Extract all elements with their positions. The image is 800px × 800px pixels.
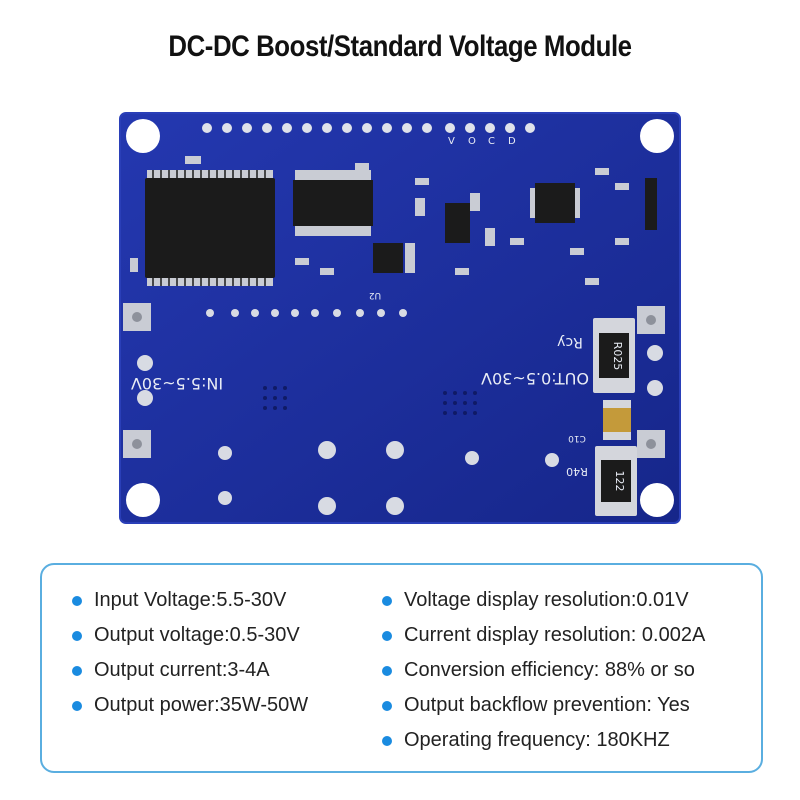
- via-grid: [263, 386, 477, 415]
- small-ic-chips: [373, 178, 657, 273]
- capacitor-c10: [603, 400, 631, 440]
- spec-item: Output backflow prevention: Yes: [382, 688, 705, 723]
- spec-item: Conversion efficiency: 88% or so: [382, 653, 705, 688]
- r40-silkscreen: R40: [566, 465, 588, 478]
- main-ic-chip: [145, 170, 275, 286]
- bullet-icon: [382, 630, 392, 641]
- svg-text:C: C: [488, 136, 495, 147]
- spec-item: Output current:3-4A: [72, 653, 308, 688]
- pin-labels: V O C D: [448, 136, 516, 147]
- rcy-silkscreen: Rcy: [557, 334, 583, 350]
- bullet-icon: [382, 700, 392, 711]
- terminal-pads: [123, 303, 665, 458]
- bullet-icon: [382, 665, 392, 676]
- svg-text:O: O: [468, 136, 476, 147]
- through-hole-vias: [137, 309, 663, 515]
- specifications-box: Input Voltage:5.5-30V Output voltage:0.5…: [40, 563, 763, 773]
- u2-silkscreen: U2: [369, 290, 381, 300]
- resistor-r122: 122: [595, 446, 637, 516]
- svg-text:V: V: [448, 136, 455, 147]
- bullet-icon: [72, 595, 82, 606]
- bullet-icon: [72, 665, 82, 676]
- bullet-icon: [382, 735, 392, 746]
- shunt-resistor-r025: R025: [593, 318, 635, 393]
- spec-item: Output power:35W-50W: [72, 688, 308, 723]
- svg-text:122: 122: [613, 471, 626, 492]
- specs-left-column: Input Voltage:5.5-30V Output voltage:0.5…: [72, 583, 308, 723]
- bullet-icon: [72, 700, 82, 711]
- svg-text:D: D: [508, 136, 516, 147]
- driver-ic-chip: [293, 170, 373, 236]
- spec-item: Voltage display resolution:0.01V: [382, 583, 705, 618]
- svg-text:R025: R025: [611, 342, 624, 371]
- spec-item: Current display resolution: 0.002A: [382, 618, 705, 653]
- spec-item: Operating frequency: 180KHZ: [382, 723, 705, 758]
- header-pin-row: [202, 123, 535, 133]
- spec-item: Output voltage:0.5-30V: [72, 618, 308, 653]
- page-title: DC-DC Boost/Standard Voltage Module: [168, 30, 632, 63]
- pcb-board-drawing: V O C D: [119, 112, 681, 524]
- pcb-board-image: V O C D: [115, 108, 685, 528]
- c10-silkscreen: C10: [568, 433, 586, 443]
- mounting-holes: [126, 119, 674, 517]
- spec-item: Input Voltage:5.5-30V: [72, 583, 308, 618]
- bullet-icon: [382, 595, 392, 606]
- smd-components: [130, 156, 629, 285]
- specs-right-column: Voltage display resolution:0.01V Current…: [382, 583, 705, 758]
- input-voltage-silkscreen: IN:5.5~30V: [131, 374, 223, 393]
- output-voltage-silkscreen: OUT:0.5~30V: [481, 369, 589, 388]
- bullet-icon: [72, 630, 82, 641]
